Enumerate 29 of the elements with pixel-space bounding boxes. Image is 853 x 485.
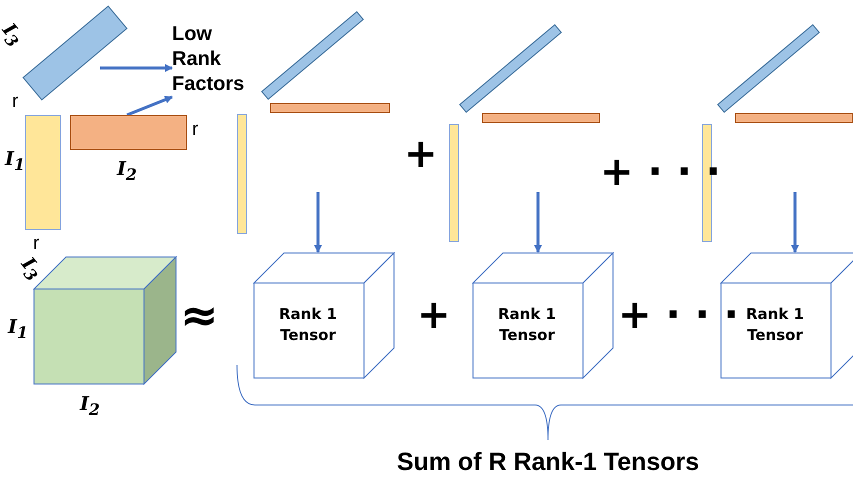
math-symbol: +	[404, 134, 438, 174]
dimension-label: I$_{1}$	[8, 318, 28, 341]
math-symbol: ≈	[180, 292, 219, 338]
caption: Sum of R Rank-1 Tensors	[396, 450, 700, 475]
dimension-label: r	[12, 92, 18, 111]
dimension-label: r	[33, 234, 40, 253]
arrow	[534, 192, 542, 253]
math-symbol: + · · ·	[600, 152, 721, 192]
arrow	[314, 192, 322, 253]
factor-bar	[270, 103, 390, 113]
factor-bar	[237, 114, 247, 234]
arrow	[791, 192, 799, 253]
arrow	[126, 96, 173, 116]
cube-label: Rank 1 Tensor	[497, 304, 557, 346]
math-symbol: +	[417, 295, 451, 335]
cube-label: Rank 1 Tensor	[745, 304, 805, 346]
factor-bar	[735, 113, 853, 123]
factor-bar	[482, 113, 600, 123]
dimension-label: r	[192, 120, 198, 139]
arrow	[100, 64, 173, 72]
math-symbol: + · · ·	[618, 295, 739, 335]
dimension-label: I$_{1}$	[5, 150, 25, 173]
dimension-label: I$_{2}$	[117, 160, 137, 183]
factor-bar	[449, 124, 459, 242]
factor-bar	[70, 115, 187, 150]
annotation-text: Low Rank Factors	[172, 22, 252, 97]
cube-label: Rank 1 Tensor	[278, 304, 338, 346]
factor-bar	[25, 115, 61, 230]
dimension-label: I$_{2}$	[80, 395, 100, 418]
